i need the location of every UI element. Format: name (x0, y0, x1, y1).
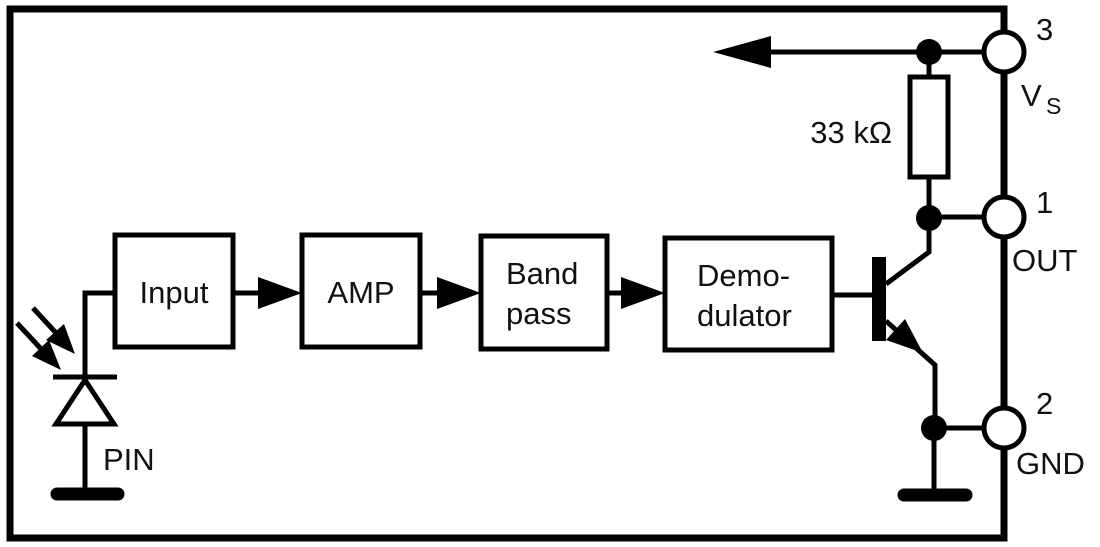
pullup-resistor: 33 kΩ (810, 52, 951, 219)
light-ray-2-arrow-icon (32, 340, 61, 370)
package-outline (6, 5, 1008, 542)
input-block-label: Input (140, 275, 209, 310)
block-amp: AMP (299, 232, 423, 350)
bandpass-block-label-line2: pass (506, 296, 571, 331)
signal-arrow-3-head-icon (621, 277, 665, 309)
pin-3-terminal (981, 29, 1027, 75)
light-ray-1 (31, 306, 59, 336)
output-transistor (832, 230, 938, 428)
out-node (916, 205, 984, 231)
light-ray-2 (15, 321, 45, 353)
demodulator-block-box (662, 235, 835, 353)
pin-2-name: GND (1016, 446, 1085, 481)
signal-arrow-3 (607, 277, 665, 309)
pin-1-number: 1 (1036, 185, 1053, 220)
block-input: Input (112, 232, 236, 350)
bandpass-block-label-line1: Band (506, 256, 578, 291)
pin-labels: 3 V S 1 OUT 2 GND (1012, 12, 1085, 481)
demodulator-block-label-line2: dulator (697, 298, 792, 333)
gnd-node (897, 415, 984, 502)
resistor-label: 33 kΩ (810, 115, 892, 150)
signal-arrow-1 (233, 277, 302, 309)
signal-arrow-1-head-icon (258, 277, 302, 309)
pin-2-number: 2 (1036, 386, 1053, 421)
photodiode-top-wire (82, 290, 115, 377)
collector-wire (884, 230, 932, 287)
pin-1-name: OUT (1012, 243, 1078, 278)
resistor-body (907, 74, 951, 180)
emitter-arrow-icon (886, 319, 923, 353)
pin-1-terminal (981, 194, 1027, 240)
pin-3-name-subscript: S (1046, 93, 1061, 119)
photodiode-label: PIN (103, 442, 155, 477)
light-ray-1-arrow-icon (46, 324, 75, 354)
input-block-box (112, 232, 236, 350)
amp-block-label: AMP (327, 275, 394, 310)
signal-arrow-2 (420, 277, 481, 309)
pin-3-name: V (1021, 78, 1042, 113)
photodiode: PIN (15, 290, 155, 501)
demodulator-block-label-line1: Demo- (697, 258, 790, 293)
block-bandpass: Band pass (478, 233, 610, 352)
supply-rail (713, 36, 984, 68)
bandpass-block-box (478, 233, 610, 352)
left-arrow-icon (713, 36, 771, 68)
diode-triangle (51, 375, 119, 427)
block-demodulator: Demo- dulator (662, 235, 835, 353)
pin-3-number: 3 (1036, 12, 1053, 47)
signal-arrow-2-head-icon (437, 277, 481, 309)
pin-2-terminal (981, 405, 1027, 451)
pin-terminals (981, 29, 1027, 451)
transistor-base-bar (872, 257, 886, 341)
light-ray-icons (15, 306, 75, 370)
